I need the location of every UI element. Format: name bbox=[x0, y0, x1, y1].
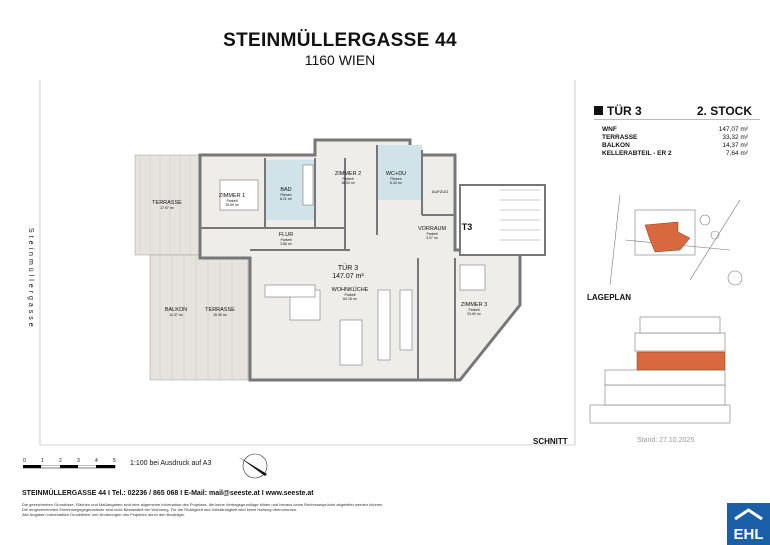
date-stamp: Stand: 27.10.2025 bbox=[637, 437, 695, 444]
site-and-section-plans bbox=[589, 194, 743, 424]
dining-table bbox=[339, 319, 363, 366]
scale-tick: 3 bbox=[77, 458, 80, 464]
disclaimer-line: Alle Angaben vorbehaltlich Druckfehler u… bbox=[22, 512, 186, 517]
ehl-logo: EHL bbox=[727, 503, 770, 545]
bed-3 bbox=[459, 264, 486, 291]
floor-label: 2. STOCK bbox=[696, 104, 752, 118]
unit-highlight-lageplan bbox=[644, 221, 691, 253]
street-label: Steinmüllergasse bbox=[27, 228, 34, 330]
north-arrow bbox=[727, 270, 743, 286]
schnitt-label: SCHNITT bbox=[533, 437, 568, 446]
balkon-area bbox=[149, 254, 249, 381]
page-title: STEINMÜLLERGASSE 44 bbox=[223, 30, 457, 51]
lageplan-label: LAGEPLAN bbox=[587, 293, 631, 302]
bed bbox=[219, 179, 259, 211]
north-arrow-icon bbox=[239, 453, 268, 479]
scale-tick: 4 bbox=[95, 458, 98, 464]
unit-highlight-schnitt bbox=[636, 351, 726, 371]
terrasse-area bbox=[134, 154, 201, 256]
square-icon bbox=[594, 106, 603, 115]
scale-tick: 2 bbox=[59, 458, 62, 464]
page-subtitle: 1160 WIEN bbox=[304, 52, 376, 68]
stair-label: T3 bbox=[461, 222, 473, 232]
footer-contact: STEINMÜLLERGASSE 44 I Tel.: 02236 / 865 … bbox=[22, 490, 314, 497]
room-aufzug: AUFZUG bbox=[431, 189, 449, 194]
scale-note: 1:100 bei Ausdruck auf A3 bbox=[130, 460, 212, 467]
bathtub bbox=[302, 164, 314, 206]
site-boundary bbox=[39, 80, 576, 446]
scale-tick: 5 bbox=[113, 458, 116, 464]
wcdu-floor bbox=[377, 145, 422, 200]
disclaimer-line: Die eingezeichneten Einrichtungsgegenstä… bbox=[22, 507, 298, 512]
disclaimer-line: Die gezeichneten Grundrisse, Flächen und… bbox=[22, 502, 384, 507]
kitchen-island bbox=[399, 289, 413, 351]
scale-bar bbox=[23, 465, 116, 469]
scale-tick: 0 bbox=[23, 458, 26, 464]
house-roof-icon bbox=[734, 508, 763, 521]
scale-tick: 1 bbox=[41, 458, 44, 464]
